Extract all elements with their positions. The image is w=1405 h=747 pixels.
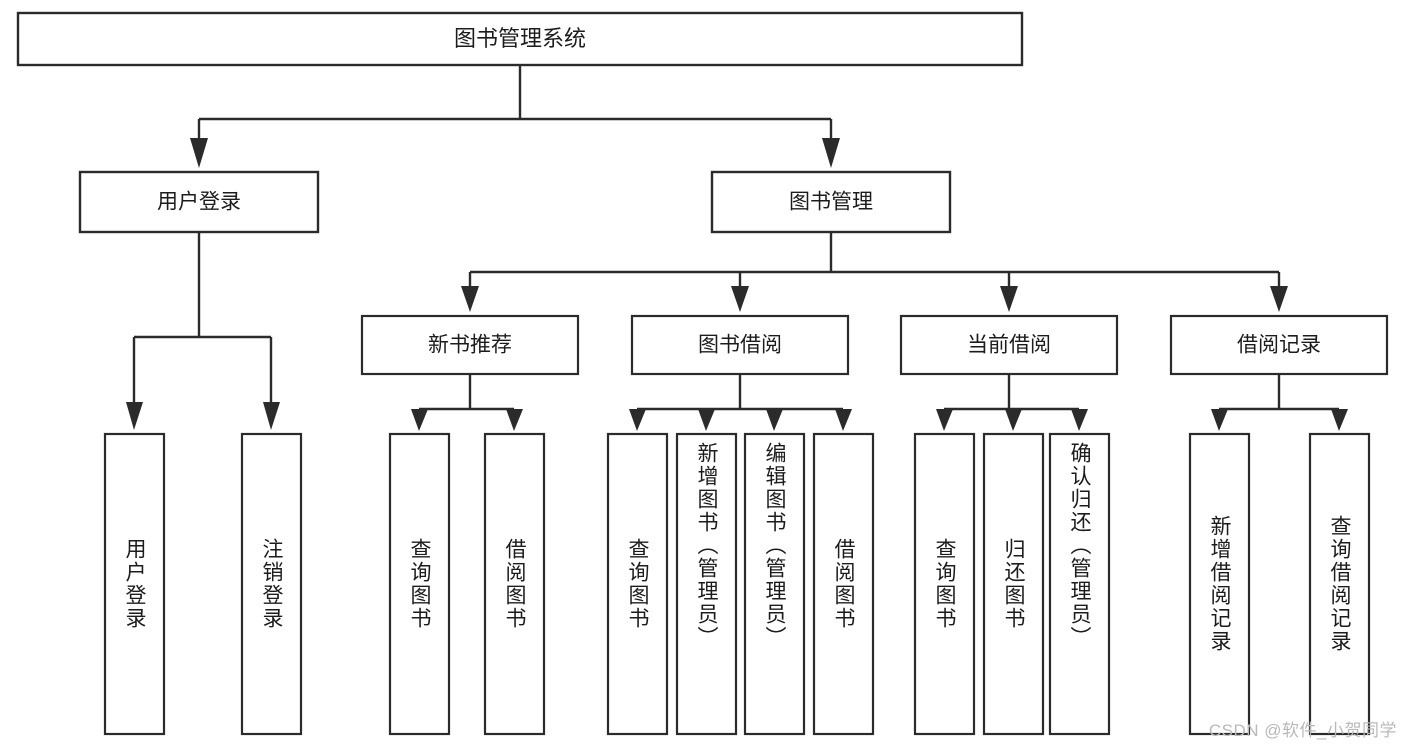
node-new-book-recommend[interactable]: 新书推荐 <box>360 314 580 376</box>
arrow-head-leaf-confirm-return <box>1071 409 1088 431</box>
node-book-management-label: 图书管理 <box>789 191 873 214</box>
arrow-head-new-book-rec <box>461 286 479 312</box>
node-book-borrow-box[interactable] <box>630 314 850 376</box>
leaf-box-logout[interactable] <box>240 432 303 736</box>
connector-group-user-to-leaves <box>126 232 280 430</box>
node-root-system-label: 图书管理系统 <box>454 26 586 51</box>
arrow-head-user-login <box>190 138 208 168</box>
leaf-box-add-book[interactable] <box>675 432 738 736</box>
arrow-head-leaf-query-book-2 <box>629 409 646 431</box>
node-current-borrow[interactable]: 当前借阅 <box>899 314 1119 376</box>
node-borrow-record[interactable]: 借阅记录 <box>1169 314 1389 376</box>
arrow-head-current-borrow <box>1000 286 1018 312</box>
leaf-box-confirm-return[interactable] <box>1048 432 1111 736</box>
arrow-head-leaf-borrow-book-1 <box>506 409 523 431</box>
connector-group-borrow-to-leaves <box>629 374 852 431</box>
leaf-box-query-book-2[interactable] <box>606 432 669 736</box>
leaf-box-edit-book[interactable] <box>743 432 806 736</box>
node-book-borrow-label: 图书借阅 <box>698 334 782 357</box>
arrow-head-leaf-query-book-3 <box>936 409 953 431</box>
watermark-text: CSDN @软件_小贺同学 <box>1208 721 1397 740</box>
node-root-system-box[interactable] <box>16 11 1024 67</box>
arrow-head-leaf-user-login <box>126 402 143 430</box>
connector-group-record-to-leaves <box>1211 374 1348 431</box>
leaf-box-query-record[interactable] <box>1308 432 1371 736</box>
arrow-head-leaf-add-book <box>698 409 715 431</box>
leaf-box-borrow-book-1[interactable] <box>483 432 546 736</box>
arrow-head-leaf-edit-book <box>766 409 783 431</box>
arrow-head-leaf-return-book <box>1005 409 1022 431</box>
leaf-box-return-book[interactable] <box>982 432 1045 736</box>
leaf-box-user-login[interactable] <box>103 432 166 736</box>
node-borrow-record-label: 借阅记录 <box>1237 334 1321 357</box>
node-book-management[interactable]: 图书管理 <box>710 170 952 234</box>
leaf-box-query-book-1[interactable] <box>388 432 451 736</box>
node-root-system[interactable]: 图书管理系统 <box>16 11 1024 67</box>
arrow-head-book-borrow <box>731 286 749 312</box>
node-current-borrow-box[interactable] <box>899 314 1119 376</box>
connector-group-root-to-level2 <box>190 65 840 168</box>
arrow-head-book-manage <box>822 138 840 168</box>
node-book-management-box[interactable] <box>710 170 952 234</box>
node-new-book-recommend-label: 新书推荐 <box>428 334 512 357</box>
arrow-head-leaf-query-record <box>1331 409 1348 431</box>
node-borrow-record-box[interactable] <box>1169 314 1389 376</box>
node-user-login[interactable]: 用户登录 <box>78 170 320 234</box>
leaf-node-boxes <box>103 432 1371 736</box>
node-user-login-box[interactable] <box>78 170 320 234</box>
arrow-head-leaf-add-record <box>1211 409 1228 431</box>
node-user-login-label: 用户登录 <box>157 191 241 214</box>
leaf-box-query-book-3[interactable] <box>913 432 976 736</box>
connector-group-book-to-level3 <box>461 232 1288 312</box>
node-new-book-recommend-box[interactable] <box>360 314 580 376</box>
node-book-borrow[interactable]: 图书借阅 <box>630 314 850 376</box>
connector-group-newbook-to-leaves <box>411 374 523 431</box>
leaf-box-add-record[interactable] <box>1188 432 1251 736</box>
arrow-head-borrow-record <box>1270 286 1288 312</box>
leaf-box-borrow-book-2[interactable] <box>812 432 875 736</box>
arrow-head-leaf-logout <box>263 402 280 430</box>
connector-group-current-to-leaves <box>936 374 1088 431</box>
node-current-borrow-label: 当前借阅 <box>967 334 1051 357</box>
arrow-head-leaf-query-book-1 <box>411 409 428 431</box>
arrow-head-leaf-borrow-book-2 <box>835 409 852 431</box>
